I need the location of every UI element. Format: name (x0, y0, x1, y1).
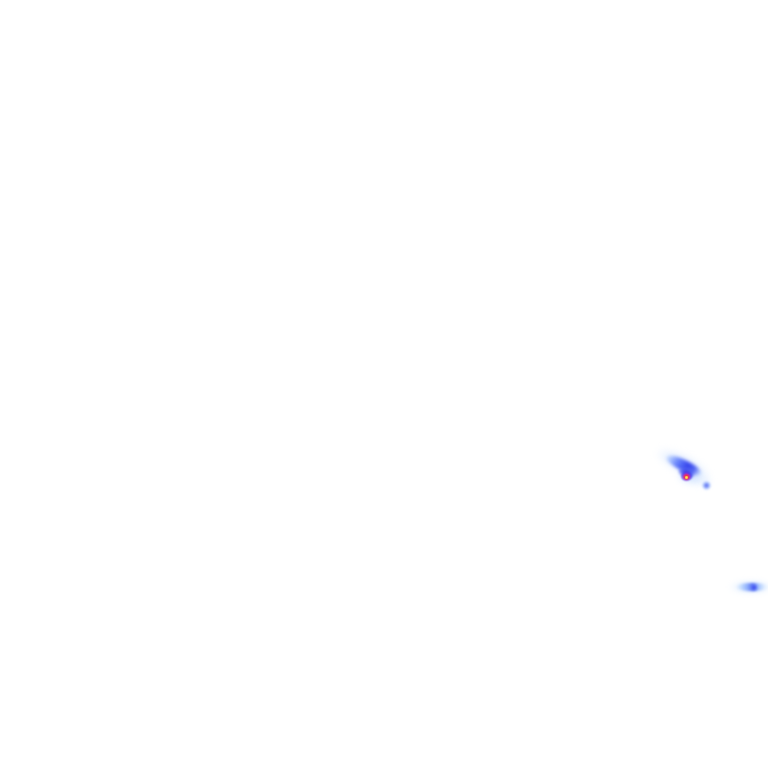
primary-streak-outer-halo (652, 442, 714, 486)
primary-streak-feature (652, 442, 727, 508)
primary-streak-diffuse-wash (677, 469, 713, 489)
secondary-streak-feature (730, 572, 768, 608)
secondary-streak-core (750, 584, 758, 591)
primary-core-red-ring (683, 474, 690, 480)
primary-satellite-dot (702, 481, 711, 490)
primary-core-hot-peak (684, 475, 688, 479)
primary-streak-body (663, 451, 705, 480)
secondary-streak-body (736, 583, 768, 591)
primary-core-magenta-shell (681, 472, 692, 481)
secondary-streak-halo (730, 580, 768, 594)
primary-streak-inner-knot (676, 465, 696, 481)
